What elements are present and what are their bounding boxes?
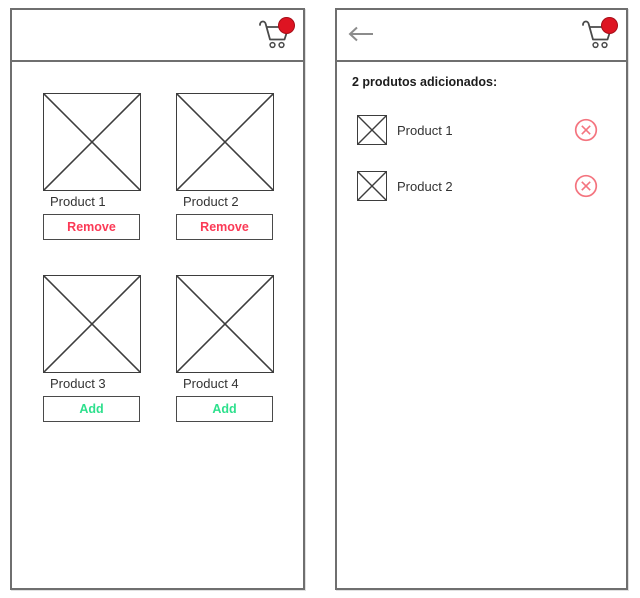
remove-cart-item-2-icon[interactable] [574,174,598,198]
product-card-4: Product 4 Add [176,275,275,422]
cart-item-2-name: Product 2 [397,178,453,194]
placeholder-x-icon [358,172,386,200]
product-card-1: Product 1 Remove [43,93,142,240]
product-2-image-placeholder [176,93,274,191]
remove-button-product-1[interactable]: Remove [43,214,140,240]
placeholder-x-icon [177,94,273,190]
shopping-cart-icon [582,20,613,49]
cart-icon[interactable] [255,15,295,55]
cart-item-1-name: Product 1 [397,122,453,138]
add-button-product-3[interactable]: Add [43,396,140,422]
product-4-name: Product 4 [183,376,239,391]
product-2-name: Product 2 [183,194,239,209]
cart-badge-dot [278,17,295,34]
placeholder-x-icon [44,94,140,190]
product-list-screen: Product 1 Remove Product 2 Remove [10,8,305,590]
product-list-header [12,10,303,62]
left-arrow-glyph [348,26,373,42]
remove-cart-item-1-icon[interactable] [574,118,598,142]
cart-icon[interactable] [578,15,618,55]
back-arrow-icon[interactable] [347,26,375,42]
shopping-cart-icon [259,20,290,49]
cart-item-1: Product 1 [357,114,598,146]
product-1-name: Product 1 [50,194,106,209]
product-card-2: Product 2 Remove [176,93,275,240]
cart-item-1-thumbnail [357,115,387,145]
product-3-name: Product 3 [50,376,106,391]
circle-x-glyph [574,118,598,142]
placeholder-x-icon [358,116,386,144]
placeholder-x-icon [177,276,273,372]
cart-item-2-thumbnail [357,171,387,201]
remove-button-product-2[interactable]: Remove [176,214,273,240]
cart-items-count-title: 2 produtos adicionados: [352,75,498,89]
product-card-3: Product 3 Add [43,275,142,422]
cart-item-2: Product 2 [357,170,598,202]
add-button-product-4[interactable]: Add [176,396,273,422]
product-1-image-placeholder [43,93,141,191]
cart-body: 2 produtos adicionados: Product 1 [337,62,626,588]
product-4-image-placeholder [176,275,274,373]
product-grid: Product 1 Remove Product 2 Remove [12,62,303,588]
cart-badge-dot [601,17,618,34]
product-3-image-placeholder [43,275,141,373]
cart-screen: 2 produtos adicionados: Product 1 [335,8,628,590]
cart-screen-header [337,10,626,62]
placeholder-x-icon [44,276,140,372]
circle-x-glyph [574,174,598,198]
